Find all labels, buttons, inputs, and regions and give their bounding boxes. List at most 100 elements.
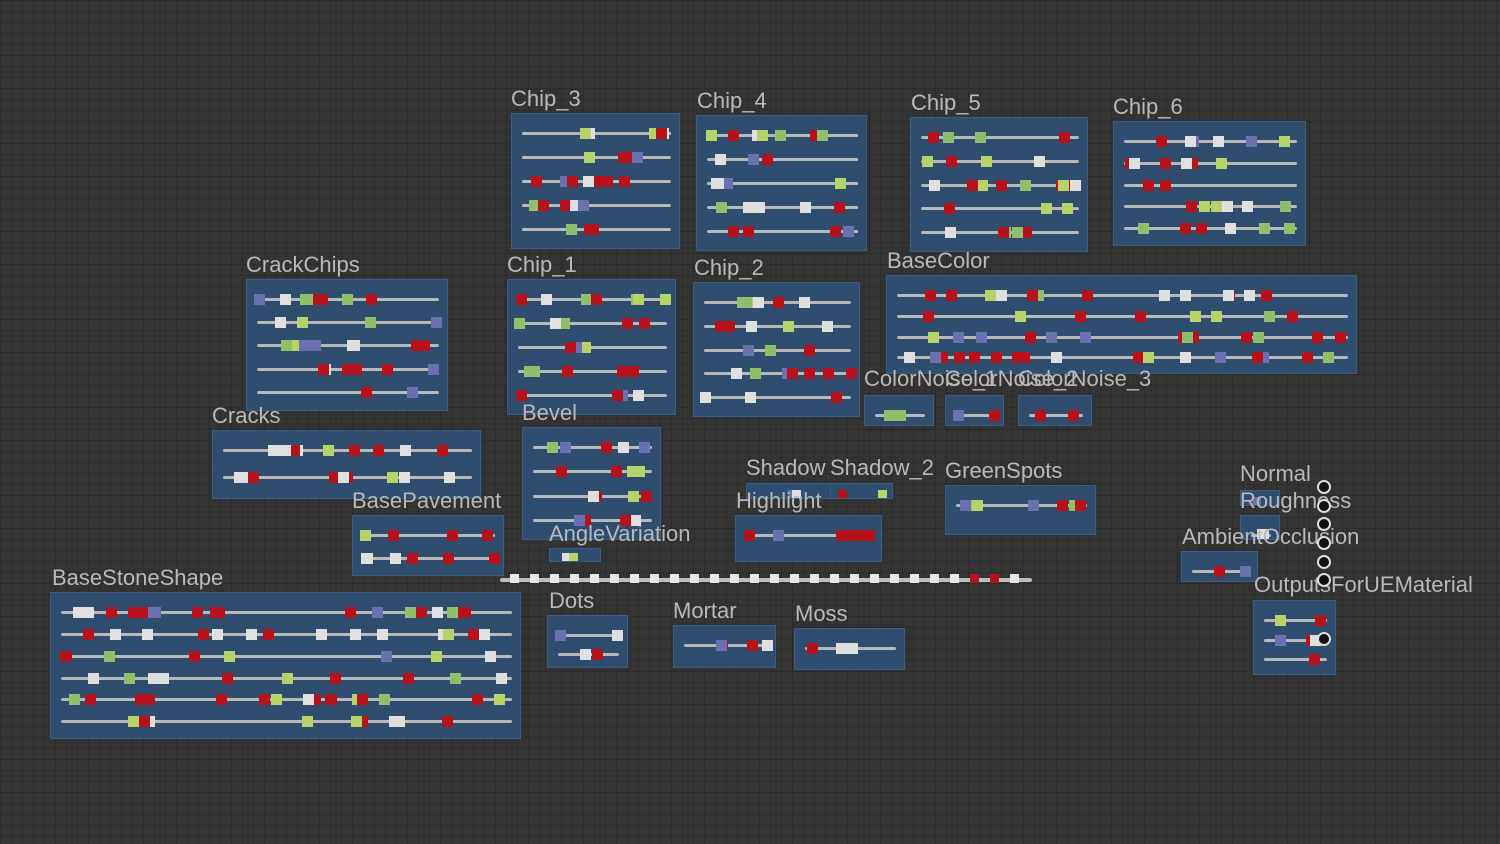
- graph-node[interactable]: [972, 500, 984, 511]
- graph-node[interactable]: [591, 294, 603, 305]
- graph-node[interactable]: [565, 342, 577, 353]
- graph-node[interactable]: [359, 530, 371, 541]
- graph-node[interactable]: [821, 320, 833, 332]
- graph-node[interactable]: [1061, 203, 1073, 215]
- graph-node[interactable]: [970, 574, 979, 583]
- frame-bevel[interactable]: [522, 427, 661, 540]
- graph-node[interactable]: [431, 607, 443, 618]
- graph-node[interactable]: [1252, 497, 1262, 505]
- graph-node[interactable]: [746, 640, 758, 651]
- graph-node[interactable]: [431, 650, 443, 662]
- graph-node[interactable]: [1180, 352, 1192, 364]
- graph-node[interactable]: [930, 574, 939, 583]
- graph-node[interactable]: [1012, 352, 1024, 364]
- graph-node[interactable]: [1210, 310, 1222, 322]
- graph-node[interactable]: [633, 390, 644, 401]
- graph-node[interactable]: [580, 294, 592, 305]
- graph-node[interactable]: [134, 694, 146, 706]
- graph-node[interactable]: [356, 716, 368, 728]
- graph-node[interactable]: [574, 514, 586, 526]
- graph-node[interactable]: [1075, 500, 1087, 511]
- graph-node[interactable]: [459, 607, 471, 618]
- graph-node[interactable]: [632, 294, 644, 305]
- graph-node[interactable]: [1010, 574, 1019, 583]
- graph-node[interactable]: [1221, 201, 1233, 213]
- graph-node[interactable]: [953, 410, 965, 421]
- graph-node[interactable]: [1279, 136, 1291, 147]
- graph-node[interactable]: [570, 574, 579, 583]
- graph-node[interactable]: [378, 694, 390, 706]
- graph-node[interactable]: [975, 331, 987, 343]
- graph-node[interactable]: [752, 297, 764, 308]
- graph-node[interactable]: [744, 392, 756, 404]
- graph-node[interactable]: [1239, 566, 1251, 577]
- graph-node[interactable]: [1159, 179, 1171, 191]
- graph-node[interactable]: [478, 628, 490, 640]
- graph-node[interactable]: [714, 154, 726, 165]
- graph-node[interactable]: [471, 694, 483, 706]
- graph-node[interactable]: [83, 607, 95, 618]
- graph-node[interactable]: [407, 386, 419, 398]
- graph-node[interactable]: [347, 340, 359, 352]
- graph-node[interactable]: [377, 628, 389, 640]
- graph-node[interactable]: [1075, 310, 1087, 322]
- graph-node[interactable]: [128, 607, 140, 618]
- graph-node[interactable]: [890, 574, 899, 583]
- graph-node[interactable]: [275, 317, 287, 329]
- graph-node[interactable]: [546, 442, 558, 453]
- graph-node[interactable]: [110, 628, 122, 640]
- graph-node[interactable]: [946, 155, 958, 167]
- graph-node[interactable]: [1196, 223, 1208, 235]
- graph-node[interactable]: [144, 694, 156, 706]
- graph-node[interactable]: [514, 318, 525, 329]
- graph-node[interactable]: [337, 471, 349, 483]
- graph-node[interactable]: [267, 445, 279, 456]
- graph-node[interactable]: [82, 628, 94, 640]
- graph-node[interactable]: [399, 445, 411, 456]
- graph-node[interactable]: [976, 179, 988, 191]
- graph-node[interactable]: [995, 179, 1007, 191]
- graph-node[interactable]: [1222, 290, 1234, 301]
- graph-node[interactable]: [1216, 157, 1228, 169]
- graph-node[interactable]: [279, 294, 291, 305]
- graph-node[interactable]: [1257, 352, 1269, 364]
- graph-node[interactable]: [444, 471, 456, 483]
- graph-node[interactable]: [633, 466, 645, 478]
- graph-node[interactable]: [670, 574, 679, 583]
- graph-node[interactable]: [1058, 179, 1070, 191]
- graph-node[interactable]: [580, 128, 592, 139]
- graph-node[interactable]: [834, 178, 846, 189]
- graph-node[interactable]: [847, 643, 859, 654]
- graph-node[interactable]: [318, 363, 330, 375]
- graph-node[interactable]: [863, 530, 875, 541]
- graph-node[interactable]: [1187, 157, 1199, 169]
- frame-dots[interactable]: [547, 615, 628, 668]
- graph-node[interactable]: [742, 226, 754, 237]
- graph-node[interactable]: [312, 294, 324, 305]
- graph-node[interactable]: [1024, 331, 1036, 343]
- graph-node[interactable]: [822, 368, 834, 380]
- graph-node[interactable]: [727, 130, 739, 141]
- graph-node[interactable]: [762, 154, 774, 165]
- graph-node[interactable]: [253, 294, 265, 305]
- graph-node[interactable]: [258, 694, 270, 706]
- graph-node[interactable]: [530, 574, 539, 583]
- graph-node[interactable]: [562, 553, 572, 561]
- graph-node[interactable]: [1225, 223, 1237, 235]
- graph-node[interactable]: [904, 352, 916, 364]
- frame-basecolor[interactable]: [886, 275, 1357, 374]
- graph-node[interactable]: [189, 650, 201, 662]
- graph-node[interactable]: [1160, 157, 1172, 169]
- graph-node[interactable]: [342, 363, 354, 375]
- frame-cracks[interactable]: [212, 430, 481, 499]
- graph-node[interactable]: [998, 227, 1010, 239]
- graph-node[interactable]: [1264, 310, 1276, 322]
- graph-node[interactable]: [628, 366, 640, 377]
- graph-node[interactable]: [1128, 157, 1140, 169]
- graph-node[interactable]: [1132, 352, 1144, 364]
- graph-node[interactable]: [407, 552, 419, 564]
- output-node-icon[interactable]: [1317, 499, 1331, 513]
- graph-node[interactable]: [924, 290, 936, 301]
- graph-node[interactable]: [715, 320, 727, 332]
- graph-node[interactable]: [454, 607, 466, 618]
